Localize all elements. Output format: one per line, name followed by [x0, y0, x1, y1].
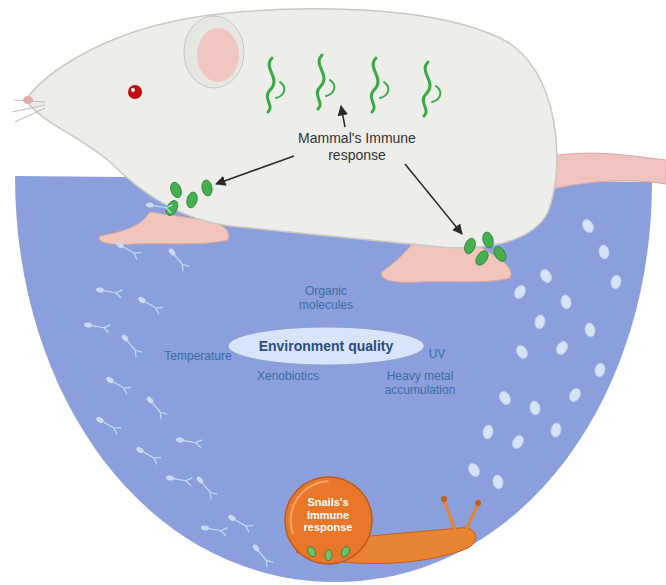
miracidium	[580, 217, 596, 234]
cercaria	[95, 285, 122, 297]
miracidium	[598, 244, 610, 260]
sporocyst	[325, 549, 332, 560]
cercaria	[145, 200, 172, 212]
factor-label: Temperature	[158, 349, 238, 363]
miracidium	[584, 322, 596, 338]
snail-eye	[475, 500, 481, 506]
shell-shape	[285, 477, 372, 564]
snail-tentacles	[444, 500, 478, 530]
cercaria	[144, 394, 167, 419]
leader-arrows	[216, 106, 462, 234]
mouse-body	[26, 9, 557, 248]
miracidium	[554, 339, 570, 356]
miracidium	[512, 283, 528, 300]
mouse-eye-glint	[131, 88, 135, 92]
miracidium	[492, 474, 504, 490]
miracidium	[466, 461, 482, 478]
miracidium	[534, 314, 546, 330]
cercaria	[119, 332, 142, 357]
miracidium	[550, 422, 562, 438]
cercaria	[135, 445, 162, 465]
immune-label: Mammal's Immune response	[295, 130, 420, 164]
factor-label: Organic molecules	[290, 284, 362, 313]
cercaria	[227, 513, 254, 533]
adult-worms	[267, 55, 440, 116]
cercaria	[115, 240, 142, 260]
cercariae	[83, 200, 273, 567]
cercaria	[137, 295, 164, 315]
sporocyst	[339, 545, 351, 558]
miracidium	[538, 267, 554, 284]
miracidium	[510, 433, 526, 450]
cercaria	[165, 473, 192, 485]
miracidium	[497, 389, 513, 406]
mouse-nose	[23, 96, 33, 104]
mouse-ear	[184, 16, 244, 88]
factor-label: Heavy metal accumulation	[374, 369, 466, 398]
cercaria	[194, 474, 217, 499]
miracidium	[529, 400, 541, 416]
ellipse-shape	[228, 327, 424, 365]
sporocyst	[305, 545, 317, 558]
mouse-whiskers	[12, 100, 45, 122]
node-text: Environment quality	[259, 338, 394, 355]
mouse-eye	[128, 85, 142, 99]
factor-label: Xenobiotics	[248, 369, 328, 383]
miracidium	[560, 294, 572, 310]
cercaria	[83, 320, 110, 332]
snail-eye	[441, 496, 447, 502]
miracidium	[482, 424, 494, 440]
miracidium	[594, 362, 606, 378]
snail-shell: Snails's Immune response	[284, 476, 373, 565]
cercaria	[105, 375, 132, 395]
miracidium	[610, 274, 622, 290]
tissue-eggs	[164, 179, 509, 267]
mouse-ear-inner	[197, 28, 239, 82]
cercaria	[200, 523, 227, 535]
cercaria	[95, 415, 122, 435]
cercaria	[250, 542, 273, 567]
environment-ellipse: Environment quality	[227, 326, 425, 366]
factor-label: UV	[419, 347, 455, 361]
miracidium	[514, 343, 530, 360]
miracidia	[466, 217, 622, 489]
node-text: Snails's Immune response	[298, 496, 358, 535]
miracidium	[567, 386, 583, 403]
cercaria	[175, 435, 202, 447]
cercaria	[166, 246, 189, 271]
